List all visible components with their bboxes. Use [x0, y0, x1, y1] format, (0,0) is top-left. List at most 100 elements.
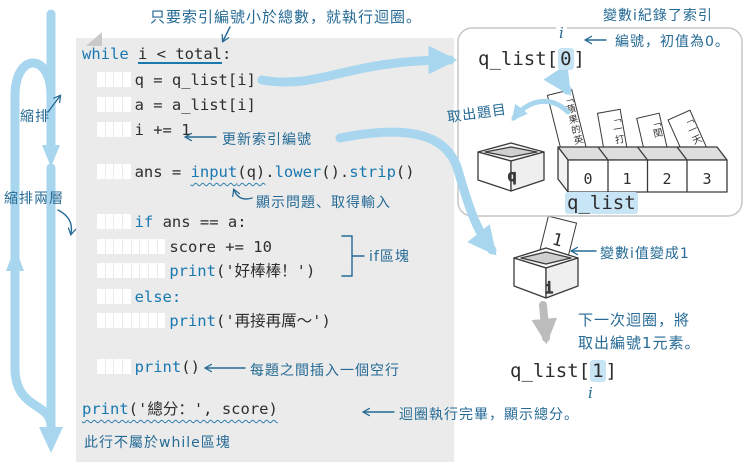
- i-increment: i += 1: [134, 121, 191, 139]
- indent-marker: [105, 122, 114, 137]
- indent-marker: [157, 239, 166, 254]
- annotation-next-loop-line1: 下一次迴圈，將: [578, 311, 691, 329]
- indent-marker: [123, 359, 131, 374]
- annotation-indent: 縮排: [20, 109, 50, 125]
- print-function: print: [169, 312, 216, 330]
- loop-up-arrowhead: [6, 247, 24, 271]
- value-card-1: 1: [537, 215, 578, 266]
- indent-marker: [97, 289, 105, 304]
- indent-marker: [114, 164, 122, 179]
- code-line-print-good: print('好棒棒！'): [97, 261, 315, 281]
- indent-marker: [123, 164, 131, 179]
- indent-marker: [105, 359, 114, 374]
- indent-marker: [123, 289, 131, 304]
- indent-marker: [131, 239, 140, 254]
- question-card-0: 「蘋果的英: [546, 88, 589, 163]
- i-box-label: i: [544, 279, 553, 297]
- input-arg: (q): [237, 163, 266, 181]
- indent-marker: [97, 97, 105, 112]
- annotation-show-question: 顯示問題、取得輸入: [256, 195, 391, 211]
- code-line-print-again: print('再接再厲～'): [97, 311, 331, 331]
- flow-mid-arrowhead: [42, 145, 60, 167]
- slot-number-0: 0: [583, 170, 592, 188]
- loop-flow-arrows: [10, 9, 56, 433]
- print-again-string: ('再接再厲～'): [215, 312, 331, 330]
- i-var-label-top: i: [556, 24, 567, 42]
- code-line-if: if ans == a:: [97, 212, 247, 232]
- indent-marker: [140, 239, 148, 254]
- annotation-var-i-line2: 編號，初值為0。: [612, 31, 733, 51]
- slot-number-3: 3: [702, 170, 711, 188]
- while-keyword: while: [82, 45, 138, 63]
- indent-marker: [105, 164, 114, 179]
- indent-marker: [123, 313, 131, 328]
- print-function: print: [169, 262, 216, 280]
- indent-marker: [114, 122, 122, 137]
- indent-marker: [131, 263, 140, 278]
- indent-marker: [97, 164, 105, 179]
- annotation-blank-line: 每題之間插入一個空行: [250, 363, 400, 379]
- empty-parens: (): [181, 358, 200, 376]
- if-keyword: if: [134, 213, 154, 231]
- q-box: q: [477, 142, 545, 192]
- annotation-top: 只要索引編號小於總數，就執行迴圈。: [150, 8, 423, 26]
- indent-marker: [131, 313, 140, 328]
- index-to-card-arrow: [543, 64, 572, 97]
- expression-qlist-0: q_list[0]: [478, 48, 585, 70]
- code-line-print-empty: print(): [97, 357, 200, 377]
- indent-marker: [114, 289, 122, 304]
- slot-numbers: 0 1 2 3: [583, 170, 711, 188]
- slot-number-1: 1: [622, 170, 631, 188]
- flow-bottom-arrowhead: [39, 427, 63, 453]
- question-card-3: 「一天: [667, 109, 714, 173]
- if-condition: ans == a:: [153, 213, 247, 231]
- annotation-if-block: if區塊: [369, 249, 410, 265]
- parens: (): [395, 163, 415, 181]
- indent-marker: [97, 263, 105, 278]
- parens: ().: [321, 163, 350, 181]
- indent-marker: [114, 97, 122, 112]
- annotation-next-loop-line2: 取出編號1元素。: [578, 334, 701, 352]
- indent-marker: [157, 263, 166, 278]
- expr1-pre: q_list[: [510, 360, 591, 382]
- while-condition: i < total: [138, 45, 222, 63]
- input-function: input: [190, 163, 238, 181]
- indent-marker: [123, 122, 131, 137]
- indent-marker: [105, 313, 114, 328]
- indent-marker: [97, 359, 105, 374]
- code-line-while: while i < total:: [82, 44, 231, 64]
- indent-marker: [149, 263, 157, 278]
- total-wavy-underline: print('總分：', score): [82, 400, 278, 418]
- ans-pre: ans =: [134, 163, 191, 181]
- qlist-shelf-label: q_list: [565, 192, 638, 214]
- code-line-print-total: print('總分：', score): [82, 399, 278, 419]
- strip-function: strip: [349, 163, 396, 181]
- page-fold-corner: [86, 32, 102, 46]
- slot-number-2: 2: [662, 170, 671, 188]
- print-good-string: ('好棒棒！'): [215, 262, 316, 280]
- question-card-2: 「閏: [636, 112, 672, 171]
- expr0-index-highlight: 0: [558, 48, 574, 70]
- while-colon: :: [222, 45, 232, 63]
- code-line-q: q = q_list[i]: [97, 70, 256, 90]
- a-assignment: a = a_list[i]: [134, 96, 256, 114]
- print-function: print: [134, 358, 182, 376]
- expr1-index-highlight: 1: [590, 360, 606, 382]
- indent-marker: [114, 359, 122, 374]
- score-increment: score += 10: [169, 238, 272, 256]
- indent-marker: [114, 239, 122, 254]
- indent-marker: [105, 289, 114, 304]
- annotation-var-i-line1: 變數i紀錄了索引: [600, 5, 716, 25]
- indent-marker: [105, 214, 114, 229]
- indent-marker: [157, 313, 166, 328]
- print-function: print: [82, 400, 129, 418]
- annotation-indent-two: 縮排兩層: [4, 191, 64, 207]
- i-var-label-bottom: i: [588, 384, 593, 402]
- annotation-not-in-while: 此行不屬於while區塊: [84, 435, 231, 451]
- expression-qlist-1: q_list[1]: [510, 360, 617, 382]
- next-loop-arrow: [531, 301, 558, 345]
- q-assignment: q = q_list[i]: [134, 71, 256, 89]
- code-line-a: a = a_list[i]: [97, 95, 256, 115]
- expr0-post: ]: [573, 48, 585, 70]
